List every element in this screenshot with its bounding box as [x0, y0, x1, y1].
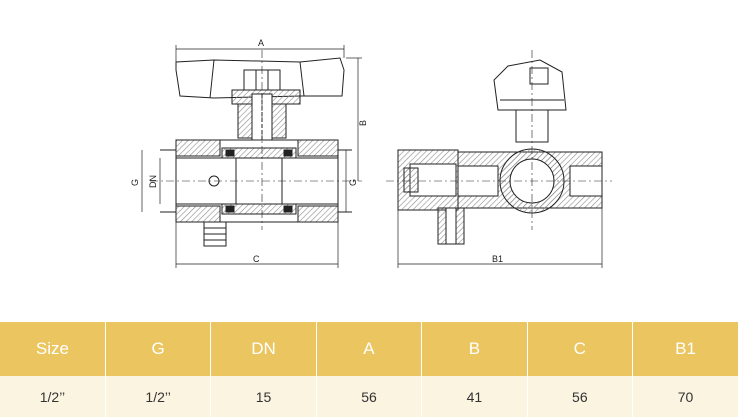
side-dimensions [397, 208, 603, 268]
dimension-label-a: A [258, 38, 264, 48]
table-row: 1/2’’ 1/2’’ 15 56 41 56 70 [0, 376, 738, 417]
cell-b1: 70 [632, 376, 738, 417]
header-b: B [421, 322, 528, 376]
dimension-label-g-right: G [348, 179, 358, 186]
dimension-label-c: C [253, 254, 260, 264]
header-size: Size [0, 322, 106, 376]
dimension-label-dn: DN [148, 175, 158, 188]
cell-c: 56 [527, 376, 634, 417]
valve-drawing-svg: A B C G DN G B1 [130, 38, 612, 268]
header-g: G [105, 322, 212, 376]
dimension-label-b1: B1 [492, 254, 503, 264]
dimension-label-g-left: G [130, 179, 140, 186]
front-dimensions [141, 45, 362, 268]
header-a: A [316, 322, 423, 376]
header-c: C [527, 322, 634, 376]
cell-size: 1/2’’ [0, 376, 106, 417]
header-dn: DN [210, 322, 317, 376]
header-b1: B1 [632, 322, 738, 376]
side-view [386, 50, 612, 245]
spec-table: Size G DN A B C B1 1/2’’ 1/2’’ 15 56 41 … [0, 322, 738, 417]
spec-header-row: Size G DN A B C B1 [0, 322, 738, 376]
cell-g: 1/2’’ [105, 376, 212, 417]
cell-dn: 15 [210, 376, 317, 417]
front-view [150, 50, 362, 247]
cell-b: 41 [421, 376, 528, 417]
dimension-label-b: B [358, 120, 368, 126]
technical-drawing: A B C G DN G B1 [130, 38, 612, 268]
cell-a: 56 [316, 376, 423, 417]
